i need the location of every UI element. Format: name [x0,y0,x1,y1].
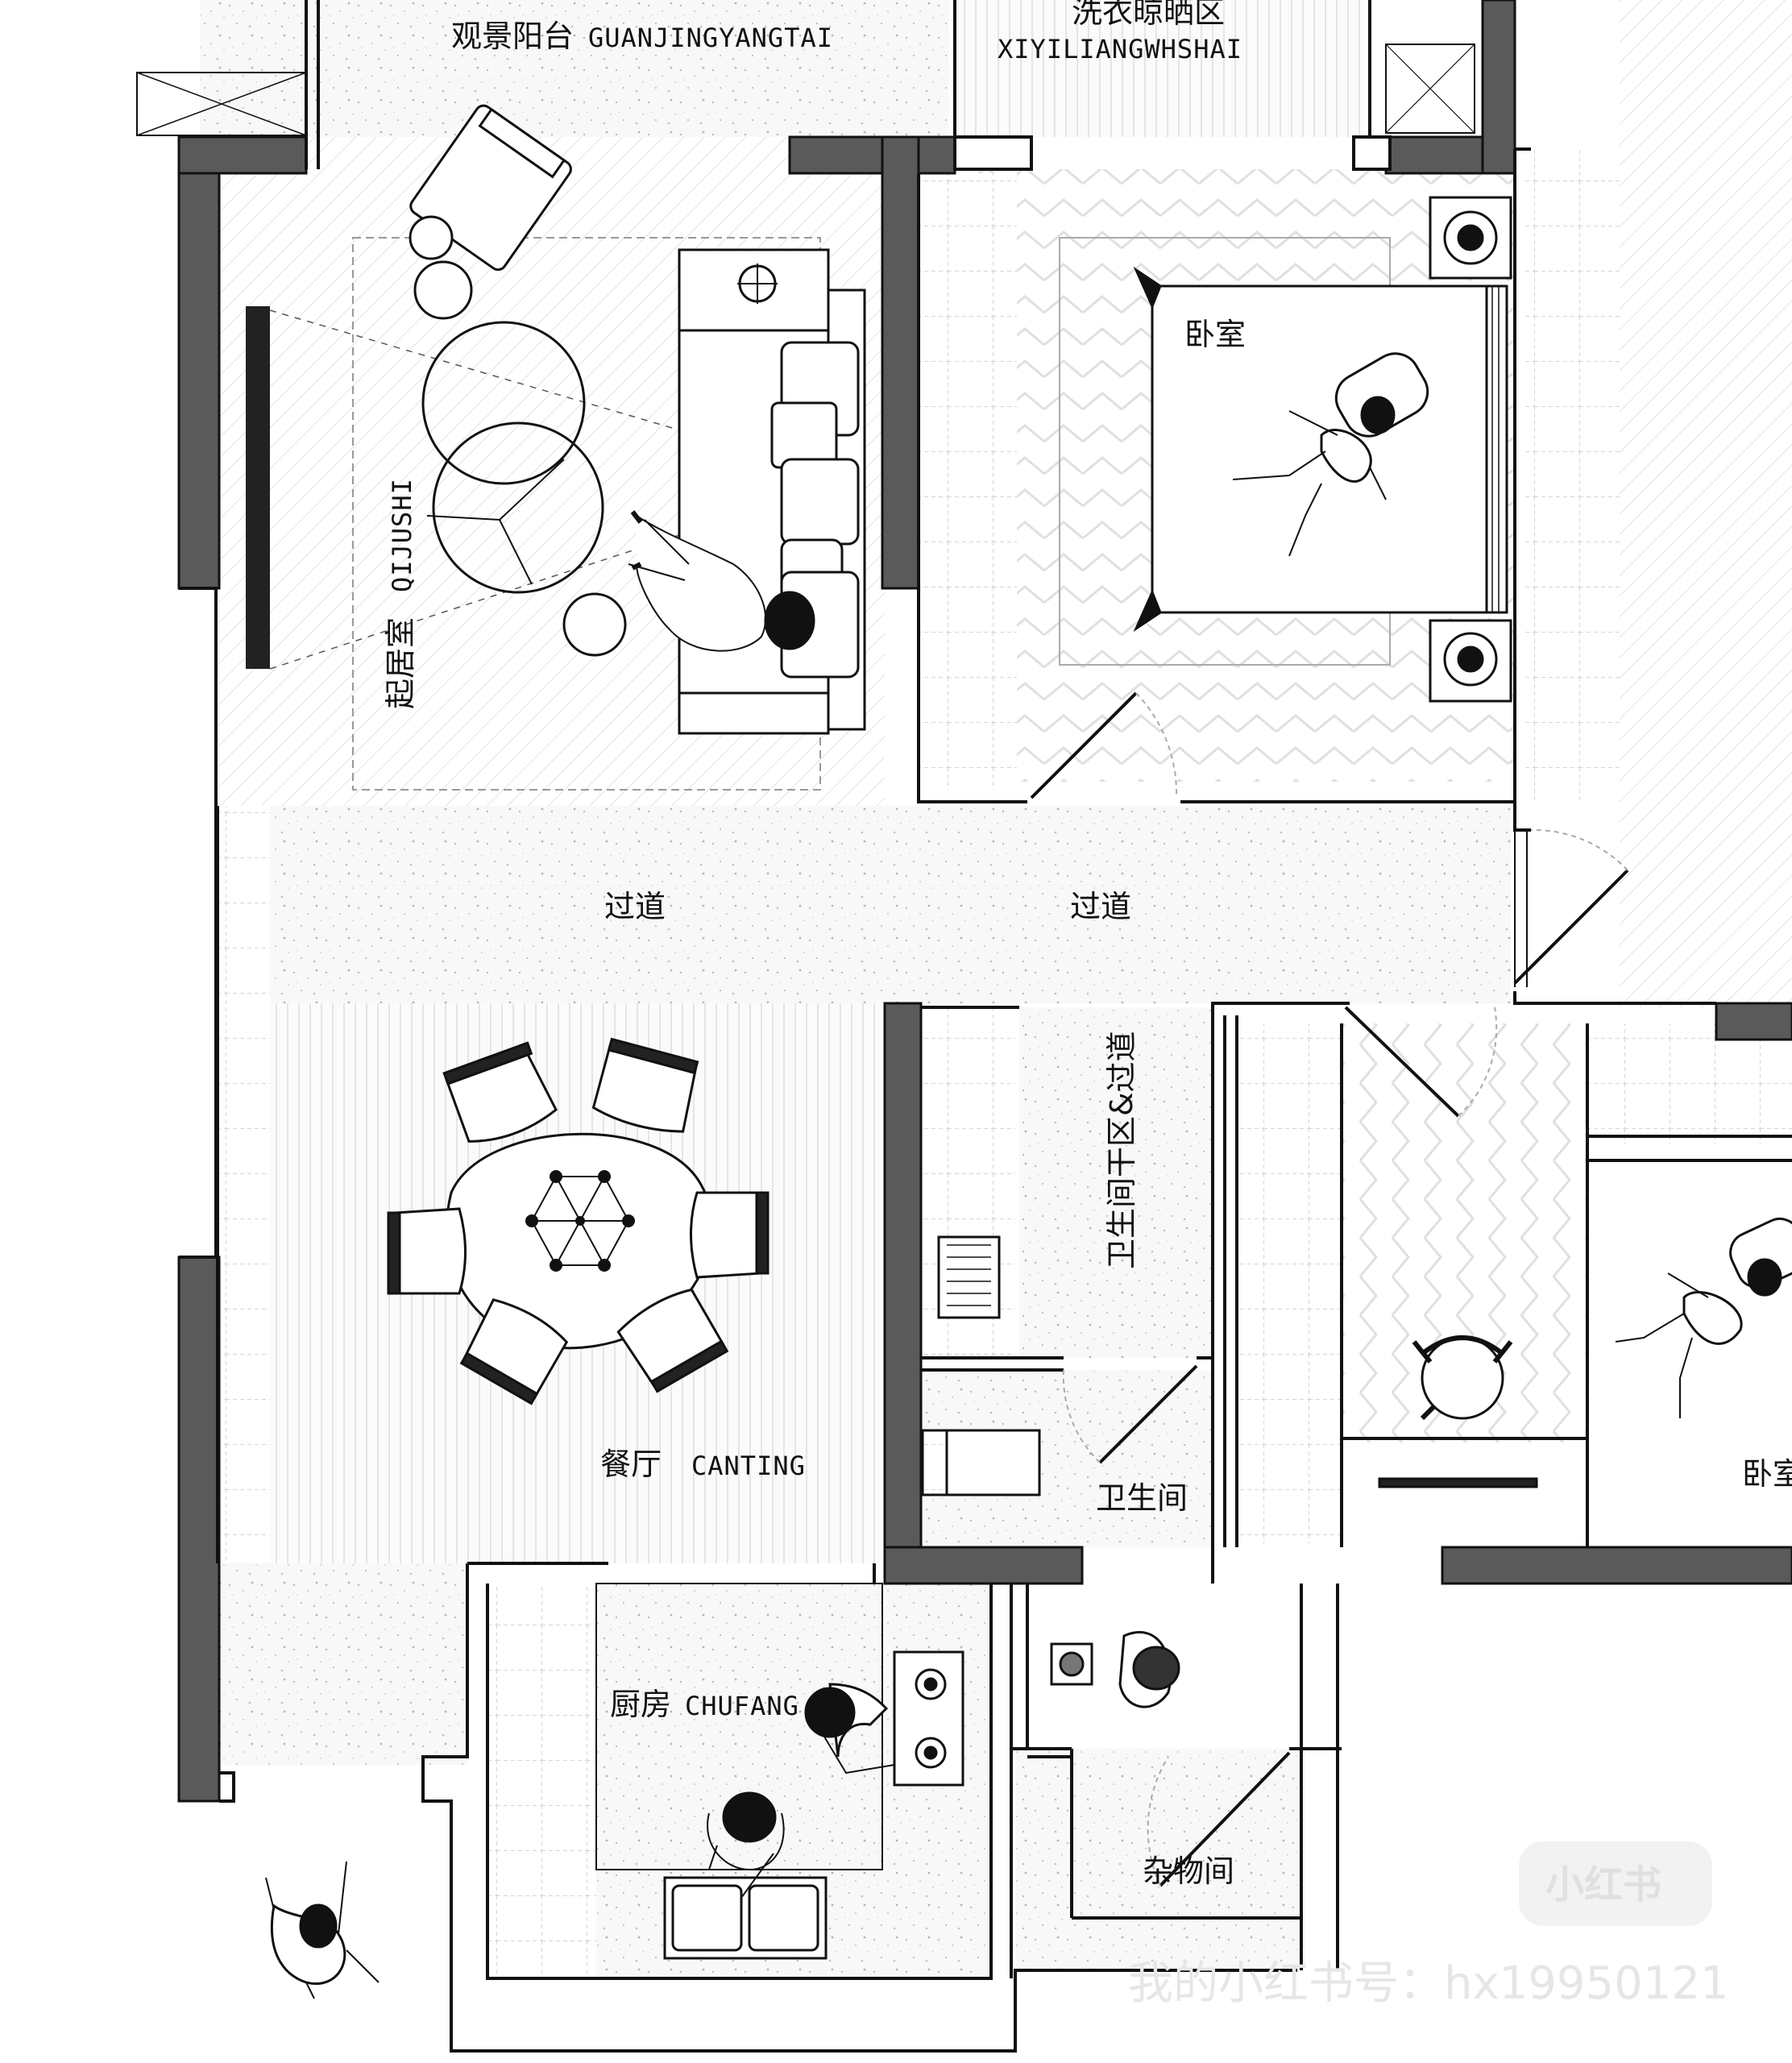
dining-chair-icon [459,1298,569,1405]
room-label-living-en: QIJUSHI [387,478,417,592]
bedroom-furniture [1030,196,1512,799]
dining-chair-icon [616,1288,729,1393]
door-swing-icon [1030,691,1178,799]
dining-chair-icon [442,1041,558,1143]
room-label-living: 起居室 [383,617,418,709]
room-label-bathroom: 卫生间 [1096,1480,1188,1516]
room-label-dining: 餐厅 [600,1447,662,1482]
wall-outlines [136,0,1792,2053]
room-label-balcony: 观景阳台 [451,19,574,54]
bath-fixtures [921,828,1629,1887]
room-label-storage: 杂物间 [1143,1853,1234,1889]
room-label-corridor-right: 过道 [1070,889,1131,924]
room-label-balcony-en: GUANJINGYANGTAI [588,23,833,53]
room-label-laundry: 洗衣晾晒区 [1072,0,1225,30]
watermark-text: 我的小红书号：hx19950121 [1128,1957,1729,2010]
person-icon [804,1683,895,1775]
room-label-kitchen-en: CHUFANG [685,1691,799,1721]
room-label-bedroom-1: 卧室 [1184,317,1246,352]
watermark-logo: 小红书 [1545,1862,1661,1907]
person-icon [1118,1630,1180,1708]
room-label-laundry-en: XIYILIANGWHSHAI [998,34,1242,64]
walls [177,0,1792,1803]
nightstand-lamp-icon [1429,619,1512,703]
watermark: 小红书 我的小红书号：hx19950121 [1128,1841,1729,2010]
room-label-corridor-left: 过道 [604,889,666,924]
nightstand-lamp-icon [1429,196,1512,280]
living-furniture [352,104,866,791]
stove-icon [893,1650,964,1787]
person-icon [1615,1217,1792,1418]
floor-finishes [200,0,1792,1978]
bedroom2-furniture [1378,1217,1792,1488]
dining-chair-icon [591,1037,699,1133]
watermark-logo-badge [1519,1841,1712,1926]
room-label-kitchen: 厨房 [610,1687,671,1722]
dining-chair-icon [387,1207,467,1295]
person-icon [265,1861,380,1999]
sink-icon [663,1876,828,1960]
room-label-bedroom-2: 卧室 [1742,1456,1792,1492]
person-icon [707,1791,785,1899]
person-icon [628,510,815,652]
dining-chair-icon [690,1191,769,1279]
rug [352,237,821,791]
person-icon [1232,352,1429,557]
room-labels: 观景阳台 GUANJINGYANGTAI 洗衣晾晒区 XIYILIANGWHSH… [383,0,1792,1889]
sofa-icon [678,248,866,735]
round-table-icon [421,321,627,657]
room-label-bath-dry: 卫生间干区&过道 [1104,1031,1139,1269]
armchair-icon [1412,1335,1513,1421]
washbasin-icon [937,1235,1001,1319]
kitchen-fixtures [595,1583,964,1960]
tv-wall-icon [246,306,270,669]
dining-furniture [387,1037,769,1405]
door-swing-icon [1062,828,1629,1887]
room-label-dining-en: CANTING [691,1451,806,1481]
